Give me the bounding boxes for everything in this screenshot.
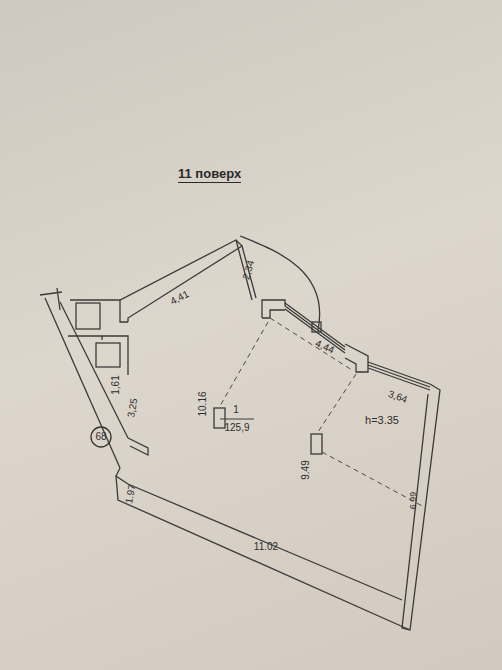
wall [40, 288, 62, 310]
dimension-label: 9.49 [300, 459, 312, 480]
shaft [96, 343, 120, 367]
wall [128, 484, 402, 600]
dimension-label: h=3.35 [364, 414, 400, 427]
dimension-label: 3,25 [125, 396, 141, 419]
fraction-bar [220, 419, 254, 420]
dim-lines [220, 318, 426, 508]
window [368, 362, 430, 390]
stamp-number: 68 [94, 431, 107, 443]
wall [70, 240, 242, 322]
dimension-label: 10.16 [197, 390, 209, 417]
dimension-label: 11.02 [253, 541, 279, 553]
wall [45, 298, 120, 468]
door-swing [240, 236, 320, 330]
dimension-line [220, 322, 268, 406]
shaft [76, 303, 100, 329]
dimension-line [318, 374, 356, 432]
wall [402, 384, 440, 630]
column [214, 408, 225, 428]
door-post [312, 322, 321, 332]
dimension-label: 1.97 [123, 482, 139, 505]
wall [262, 300, 285, 318]
wall [116, 468, 128, 484]
wall [262, 310, 285, 318]
wall [60, 302, 128, 438]
walls [40, 236, 440, 630]
wall [116, 476, 410, 630]
dimension-label: 1,61 [110, 374, 122, 395]
wall [68, 336, 128, 375]
stamp-circle [91, 427, 111, 447]
column [311, 434, 322, 454]
dimension-label: 6.99 [409, 490, 420, 510]
room-number: 1 [232, 404, 240, 416]
dimension-label: 2,34 [240, 258, 257, 282]
dimension-label: 3,64 [386, 388, 410, 407]
wall [128, 438, 148, 455]
dimension-label: 4,44 [313, 337, 337, 357]
room-area: 125,9 [223, 422, 250, 434]
wall [120, 300, 128, 322]
dimension-line [270, 318, 352, 370]
floor-title: 11 поверх [178, 166, 241, 183]
